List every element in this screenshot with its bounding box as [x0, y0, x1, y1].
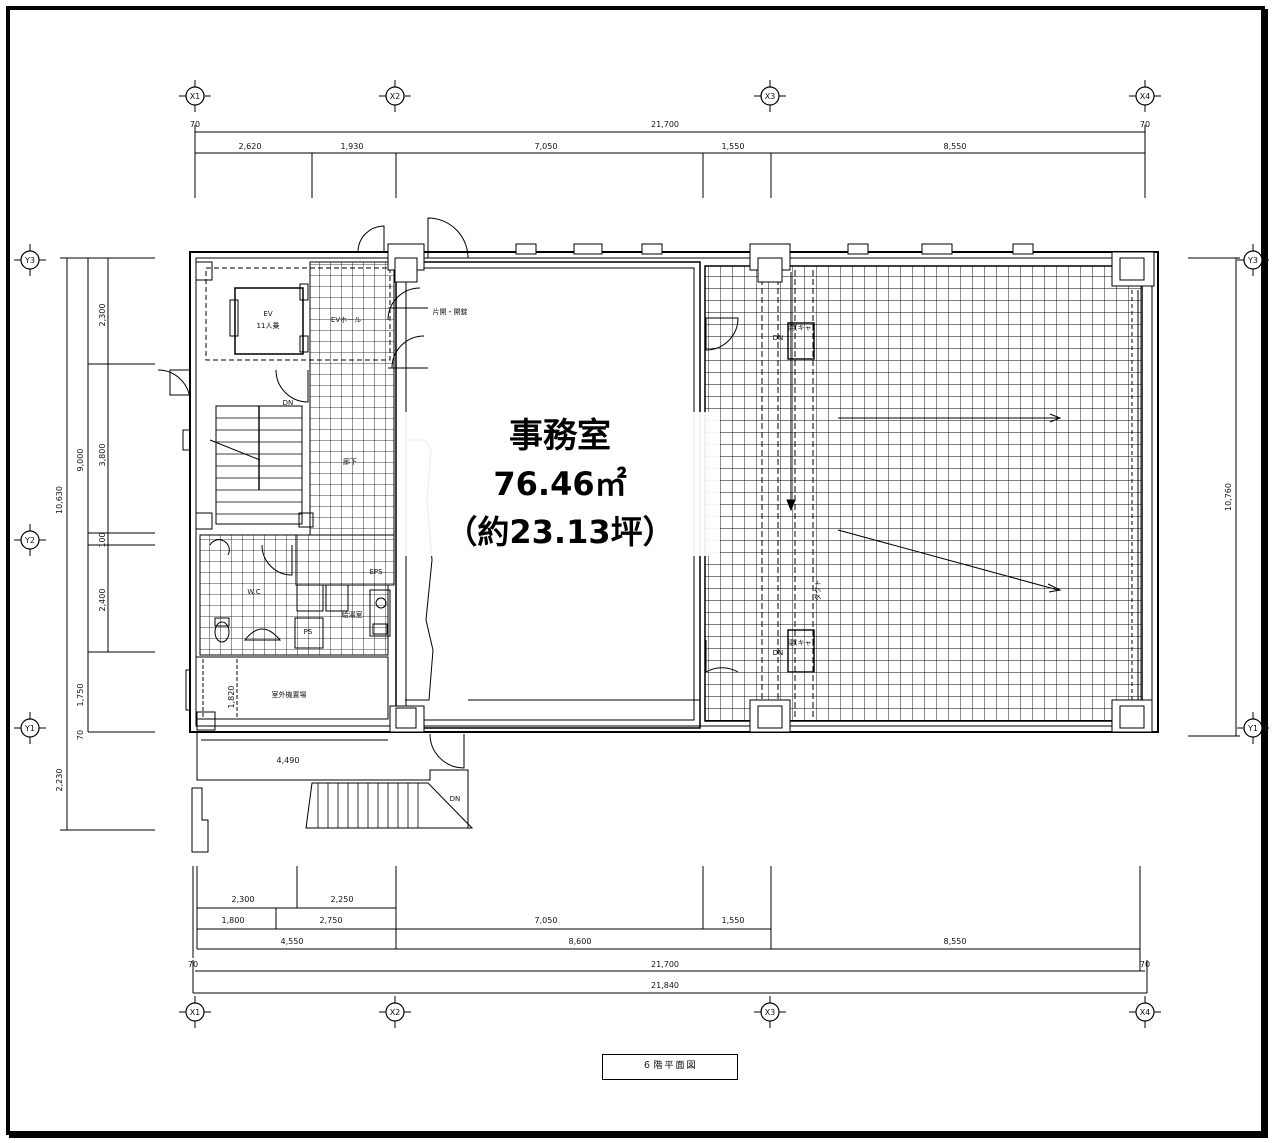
drawing-frame [6, 6, 1265, 1135]
dim-bottom-r2-4: 1,550 [722, 916, 745, 925]
dim-left-seg-6: 70 [76, 730, 85, 740]
dim-left-extra: 2,230 [55, 769, 64, 792]
dim-bottom-edge-right: 70 [1140, 960, 1150, 969]
dim-top-edge-left: 70 [190, 120, 200, 129]
axis-y3-left: Y3 [24, 256, 35, 265]
dim-bottom-r3-3: 8,550 [944, 937, 967, 946]
outdoor-unit-label: 室外機置場 [272, 690, 307, 699]
ev-capacity: 11人乗 [257, 321, 280, 330]
dim-left-total: 10,630 [55, 486, 64, 514]
axis-y1-right: Y1 [1247, 724, 1258, 733]
dim-bottom-r3-2: 8,600 [569, 937, 592, 946]
dim-bottom-r1-1: 2,300 [232, 895, 255, 904]
kitchen-label: 給湯室 [342, 610, 363, 619]
office-name: 事務室 [509, 416, 611, 456]
axis-x3-top: X3 [765, 92, 776, 101]
axis-x1-top: X1 [190, 92, 201, 101]
axis-y1-left: Y1 [24, 724, 35, 733]
dim-left-sub: 9,000 [76, 449, 85, 472]
dim-top-seg-4: 1,550 [722, 142, 745, 151]
dim-left-seg-3: 100 [98, 532, 107, 547]
eps-label: EPS [369, 568, 383, 576]
dim-bottom-r1-2: 2,250 [331, 895, 354, 904]
door-note: 片開・開錠 [433, 307, 468, 316]
duct-label: ダクト [813, 580, 822, 601]
dn-right-top: DN [773, 334, 784, 342]
axis-y3-right: Y3 [1247, 256, 1258, 265]
dim-top-total: 21,700 [651, 120, 679, 129]
dim-top-seg-3: 7,050 [535, 142, 558, 151]
dim-stair-width: 4,490 [277, 756, 300, 765]
dim-top-edge-right: 70 [1140, 120, 1150, 129]
axis-x2-bottom: X2 [390, 1008, 401, 1017]
dn-stair-ext: DN [450, 795, 461, 803]
corridor-label: 廊下 [343, 457, 357, 466]
dim-top-seg-5: 8,550 [944, 142, 967, 151]
axis-x2-top: X2 [390, 92, 401, 101]
dim-bottom-total: 21,700 [651, 960, 679, 969]
axis-y2-left: Y2 [24, 536, 35, 545]
dim-bottom-edge-left: 70 [188, 960, 198, 969]
dim-bottom-r2-3: 7,050 [535, 916, 558, 925]
beam-label-top: 梁(キャ) [788, 323, 815, 332]
dim-left-seg-4: 2,400 [98, 589, 107, 612]
wc-label: W.C [247, 588, 260, 596]
axis-x1-bottom: X1 [190, 1008, 201, 1017]
dim-left-seg-2: 3,800 [98, 444, 107, 467]
dim-right-total: 10,760 [1224, 483, 1233, 511]
dim-top-seg-1: 2,620 [239, 142, 262, 151]
ps-label: PS [304, 628, 313, 636]
ev-label: EV [263, 310, 272, 318]
axis-x3-bottom: X3 [765, 1008, 776, 1017]
ev-hall-label: EVホール [331, 316, 361, 324]
axis-x4-top: X4 [1140, 92, 1151, 101]
dim-left-seg-1: 2,300 [98, 304, 107, 327]
dim-top-seg-2: 1,930 [341, 142, 364, 151]
office-area: 76.46㎡ [493, 465, 627, 503]
dim-bottom-r2-2: 2,750 [320, 916, 343, 925]
dim-left-seg-5: 1,750 [76, 684, 85, 707]
dn-right-bottom: DN [773, 649, 784, 657]
dim-bottom-r3-1: 4,550 [281, 937, 304, 946]
axis-markers [14, 80, 1269, 1028]
dim-bottom-r2-1: 1,800 [222, 916, 245, 925]
plan-title: ６階平面図 [602, 1054, 738, 1080]
dn-corridor: DN [283, 399, 294, 407]
dim-bottom-overall: 21,840 [651, 981, 679, 990]
office-tsubo: （約23.13坪） [445, 513, 675, 551]
beam-label-bottom: 梁(キャ) [788, 638, 815, 647]
office-label: 事務室 76.46㎡ （約23.13坪） [400, 412, 720, 556]
axis-x4-bottom: X4 [1140, 1008, 1151, 1017]
dim-storage-width: 1,820 [227, 686, 236, 709]
